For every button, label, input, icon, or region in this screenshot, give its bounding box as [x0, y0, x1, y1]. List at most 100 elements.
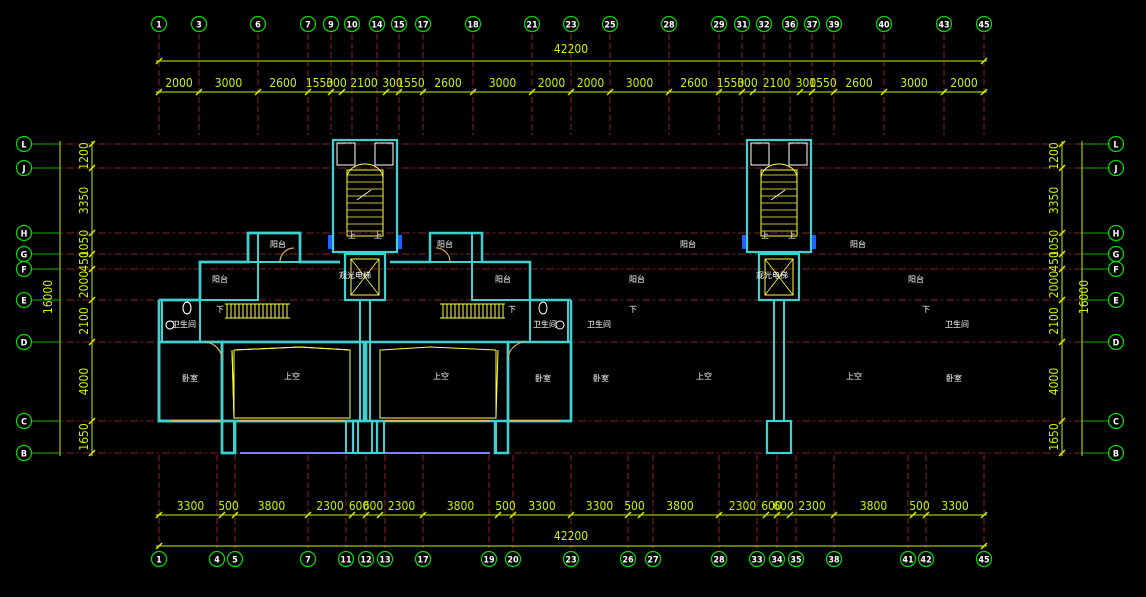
door-swing	[435, 247, 451, 263]
dimension-text: 2600	[845, 76, 873, 90]
dimension-text: 3350	[77, 187, 91, 215]
dimension-text: 300	[796, 76, 817, 90]
dimension-text: 2100	[1047, 307, 1061, 335]
dimension-text: 2300	[388, 499, 416, 513]
room-label: 阳台	[908, 274, 924, 284]
fixture	[742, 235, 746, 249]
axis-label: 29	[713, 21, 725, 31]
room-label: 上空	[433, 371, 449, 381]
axis-bubble	[768, 550, 786, 568]
fixture	[328, 235, 332, 249]
dimension-text: 600	[349, 499, 370, 513]
room-label: 卫生间	[533, 319, 557, 329]
overall-dimension-bottom: 42200	[554, 529, 588, 543]
axis-bubble	[343, 15, 361, 33]
dimension-tick	[830, 88, 838, 96]
room-label: 卧室	[946, 373, 962, 383]
dimension-tick	[1058, 229, 1066, 237]
axis-label: 7	[305, 21, 311, 31]
axis-bubble	[15, 333, 33, 351]
axis-bubble	[825, 15, 843, 33]
dimension-text: 3800	[258, 499, 286, 513]
axis-label: 31	[736, 21, 748, 31]
axis-label: 39	[828, 21, 840, 31]
dimension-tick	[567, 511, 575, 519]
dimension-text: 2100	[350, 76, 378, 90]
column	[221, 420, 235, 454]
axis-bubble	[480, 550, 498, 568]
door-swing	[507, 341, 526, 361]
dimension-text: 3350	[1047, 187, 1061, 215]
axis-label: D	[21, 339, 28, 349]
dimension-tick	[88, 250, 96, 258]
void-line	[231, 349, 235, 419]
axis-label: 6	[255, 21, 261, 31]
dimension-tick	[88, 265, 96, 273]
axis-bubble	[464, 15, 482, 33]
dimension-text: 450	[77, 251, 91, 272]
stair-arrow	[770, 189, 786, 201]
toilet	[538, 301, 548, 315]
overall-dimension-right: 16000	[1077, 280, 1091, 314]
dimension-text: 3000	[489, 76, 517, 90]
shaft-room	[788, 142, 808, 166]
room-label: 下	[922, 305, 930, 314]
axis-bubble	[15, 224, 33, 242]
dimension-text: 2300	[729, 499, 757, 513]
dimension-tick	[980, 88, 988, 96]
axis-label: 4	[214, 556, 220, 566]
dimension-text: 2100	[77, 307, 91, 335]
dimension-tick	[338, 88, 346, 96]
axis-bubble	[15, 135, 33, 153]
axis-label: 19	[483, 556, 495, 566]
axis-label: 17	[417, 556, 428, 566]
dimension-tick	[738, 88, 746, 96]
overall-dimension-top: 42200	[554, 42, 588, 56]
dimension-text: 3800	[666, 499, 694, 513]
axis-label: G	[1113, 251, 1120, 261]
axis-label: J	[1113, 165, 1117, 175]
axis-label: E	[21, 297, 27, 307]
dimension-tick	[637, 511, 645, 519]
overall-dimension-left: 16000	[41, 280, 55, 314]
dimension-text: 2100	[763, 76, 791, 90]
axis-bubble	[917, 550, 935, 568]
balcony-wall	[257, 232, 301, 263]
dimension-text: 3800	[447, 499, 475, 513]
axis-label: 32	[758, 21, 769, 31]
axis-bubble	[1107, 333, 1125, 351]
axis-bubble	[787, 550, 805, 568]
dimension-text: 500	[624, 499, 645, 513]
stair-curve	[760, 163, 798, 179]
axis-label: 1	[156, 21, 162, 31]
axis-bubble	[226, 550, 244, 568]
axis-label: F	[1113, 266, 1119, 276]
wall	[351, 419, 379, 455]
dimension-tick	[940, 88, 948, 96]
sink	[165, 320, 175, 330]
axis-label: 20	[507, 556, 519, 566]
axis-bubble	[249, 15, 267, 33]
axis-bubble	[1107, 135, 1125, 153]
axis-label: 36	[784, 21, 796, 31]
room-label: 上空	[846, 371, 862, 381]
dimension-tick	[567, 88, 575, 96]
dimension-text: 600	[363, 499, 384, 513]
dimension-tick	[362, 511, 370, 519]
door-swing	[204, 341, 223, 361]
axis-label: 28	[713, 556, 725, 566]
dimension-text: 2000	[950, 76, 978, 90]
dimension-text: 3000	[626, 76, 654, 90]
dimension-tick	[606, 88, 614, 96]
axis-label: B	[21, 450, 27, 460]
axis-bubble	[1107, 159, 1125, 177]
room-label: 上	[348, 231, 356, 240]
balcony-wall	[429, 232, 473, 263]
dimension-text: 2000	[77, 271, 91, 299]
dimension-text: 4000	[77, 368, 91, 396]
axis-bubble	[150, 550, 168, 568]
dimension-tick	[528, 88, 536, 96]
dimension-tick	[88, 164, 96, 172]
axis-bubble	[299, 550, 317, 568]
